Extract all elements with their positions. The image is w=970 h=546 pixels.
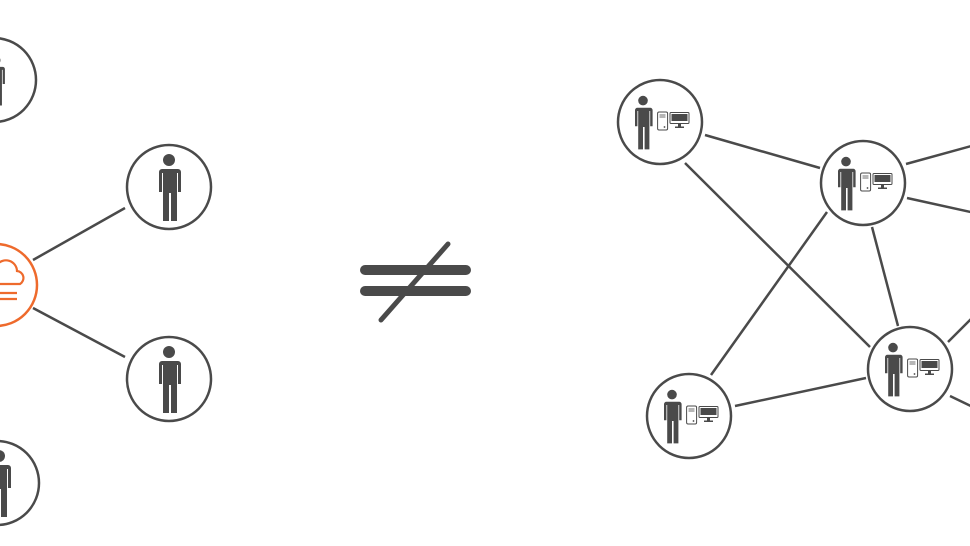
user-node	[125, 335, 213, 423]
peer-node	[616, 78, 704, 166]
link	[684, 162, 871, 348]
link	[870, 226, 900, 327]
cloud-server-node	[0, 242, 39, 328]
left-nodes	[0, 37, 213, 527]
left-links	[32, 206, 126, 359]
link	[704, 133, 821, 170]
not-equal-icon	[360, 241, 471, 323]
link	[32, 306, 126, 359]
link	[709, 211, 829, 376]
user-node	[0, 37, 38, 123]
right-links	[684, 133, 970, 408]
link	[906, 196, 970, 214]
peer-node	[645, 372, 733, 460]
link	[905, 145, 970, 166]
link	[734, 376, 867, 408]
link	[949, 394, 970, 407]
user-node	[0, 439, 41, 527]
peer-node	[866, 325, 954, 413]
peer-node	[819, 139, 907, 227]
link	[32, 206, 126, 262]
link	[947, 318, 970, 343]
cloud-icon	[0, 259, 25, 301]
right-nodes	[616, 78, 954, 460]
user-node	[125, 143, 213, 231]
